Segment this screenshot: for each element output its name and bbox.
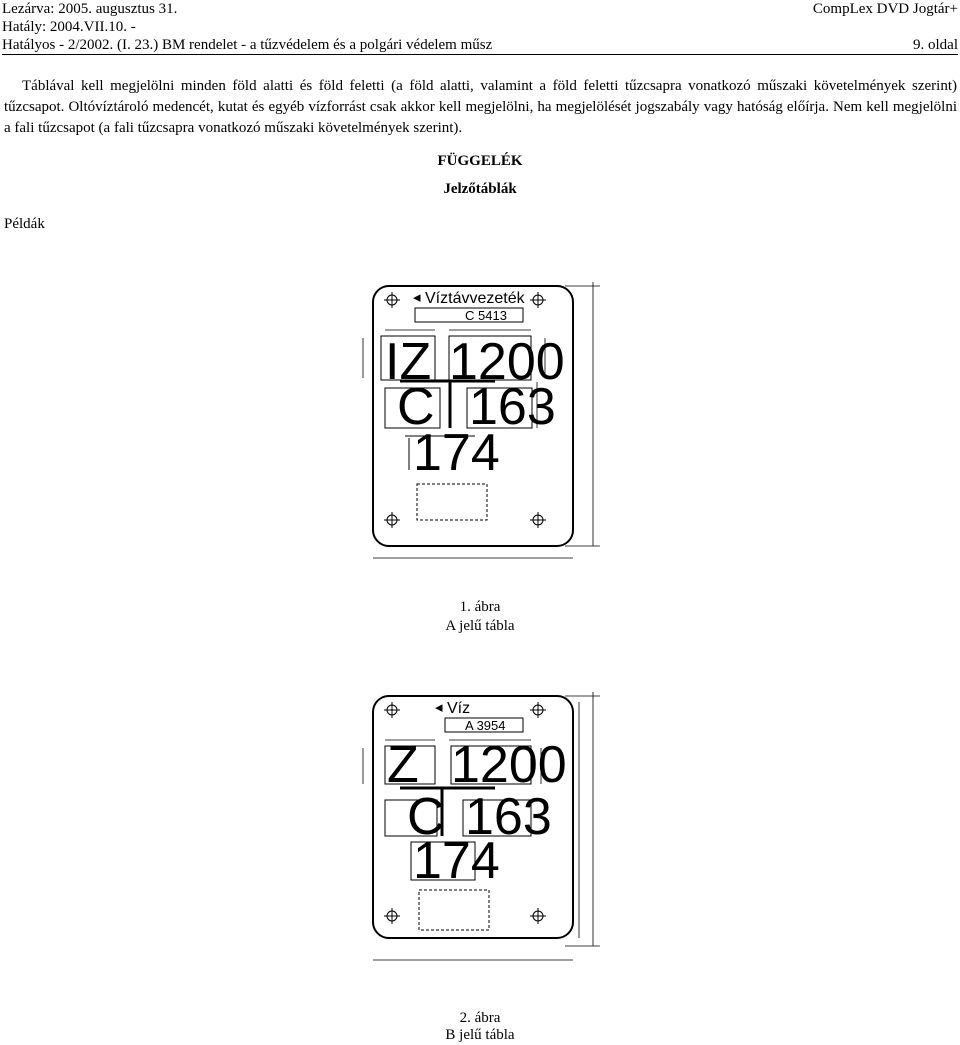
body-paragraph: Táblával kell megjelölni minden föld ala… xyxy=(4,78,957,136)
sign-letters: Z xyxy=(387,736,419,794)
num3-box xyxy=(410,841,476,881)
figure-1-number: 1. ábra xyxy=(459,599,501,615)
figure-a-sign: ◂ Víztávvezeték C 5413 IZ 1200 C 163 174 xyxy=(362,282,600,559)
header-effective: Hatály: 2004.VII.10. - xyxy=(2,19,136,35)
figure-2-caption: B jelű tábla xyxy=(445,1027,515,1043)
sign-num3: 174 xyxy=(413,424,500,482)
header-product: CompLex DVD Jogtár+ xyxy=(812,1,958,17)
examples-label: Példák xyxy=(4,216,45,232)
header-closed-date: Lezárva: 2005. augusztus 31. xyxy=(2,1,178,17)
letter2-box xyxy=(384,799,438,837)
num2-box xyxy=(466,387,533,429)
appendix-subtitle: Jelzőtáblák xyxy=(443,181,517,197)
num2-box xyxy=(462,799,532,837)
sign-title: Víztávvezeték xyxy=(425,290,526,307)
plate-box xyxy=(416,483,488,521)
plate-box xyxy=(418,889,490,931)
figure-2-number: 2. ábra xyxy=(459,1010,501,1026)
header-document-title: Hatályos - 2/2002. (I. 23.) BM rendelet … xyxy=(2,37,493,53)
sign-arrow-icon: ◂ xyxy=(435,699,443,716)
figure-b-sign: ◂ Víz A 3954 Z 1200 C 163 174 xyxy=(362,692,600,961)
sign-title: Víz xyxy=(447,700,470,717)
header-divider xyxy=(2,54,958,55)
letter2-box xyxy=(384,387,441,429)
sign-outline xyxy=(372,695,574,939)
sign-outline xyxy=(372,285,574,547)
appendix-title: FÜGGELÉK xyxy=(437,153,523,169)
sign-code: A 3954 xyxy=(465,718,506,733)
num1-box xyxy=(450,745,532,785)
sign-letter2: C xyxy=(407,788,445,846)
code-box xyxy=(414,307,524,323)
header-page-number: 9. oldal xyxy=(913,37,958,53)
sign-arrow-icon: ◂ xyxy=(413,289,421,306)
letters-box xyxy=(384,745,436,785)
code-box xyxy=(444,717,524,733)
sign-num1: 1200 xyxy=(451,736,567,794)
sign-num2: 163 xyxy=(465,788,552,846)
figure-1-caption: A jelű tábla xyxy=(445,618,515,634)
sign-code: C 5413 xyxy=(465,308,507,323)
sign-num2: 163 xyxy=(469,378,556,436)
sign-num3: 174 xyxy=(413,832,500,890)
sign-letter2: C xyxy=(397,378,435,436)
